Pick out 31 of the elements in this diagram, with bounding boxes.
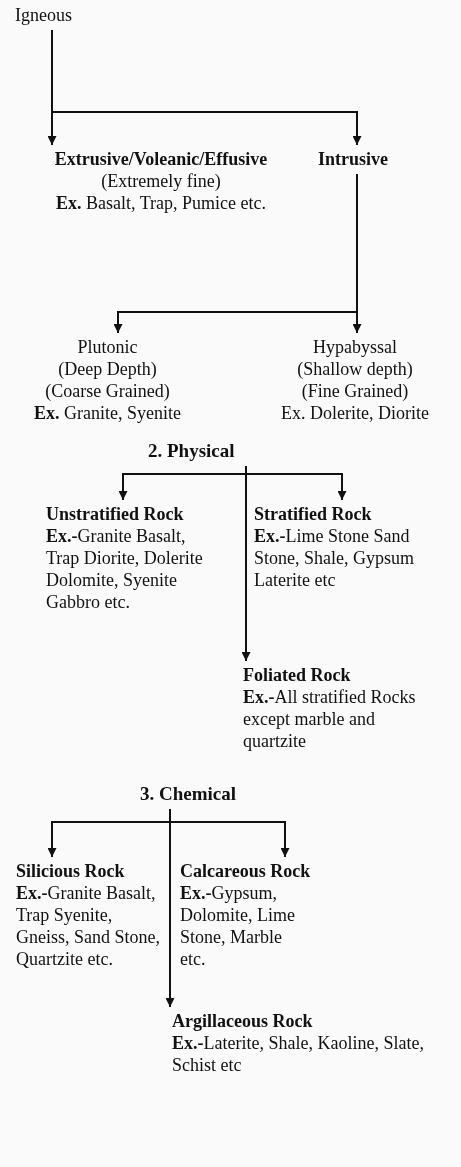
label-text: Plutonic [76,336,139,358]
arrow [241,465,251,662]
example-text: Ex.-Laterite, Shale, Kaoline, Slate, Schist etc [172,1032,425,1076]
heading: Foliated Rock [243,664,352,686]
example-text: (Deep Depth) [57,358,158,380]
heading: Unstratified Rock [46,503,185,525]
label-text: Igneous [15,4,72,26]
arrow [352,173,362,334]
example-text: (Shallow depth) [296,358,414,380]
example-text: (Fine Grained) [300,380,410,402]
heading: 3. Chemical [140,783,237,805]
example-text: Ex.-Granite Basalt, Trap Diorite, Dolerite Dolomite, Syenite Gabbro etc. [46,525,204,613]
heading: Silicious Rock [16,860,126,882]
example-text: (Extremely fine) [100,170,222,192]
heading: Calcareous Rock [180,860,312,882]
arrow [51,29,362,146]
example-text: Ex.-Granite Basalt, Trap Syenite, Gneiss, Sand Stone, Quartzite etc. [16,882,161,970]
example-text: Ex. Granite, Syenite [33,402,182,424]
arrow [165,808,175,1008]
example-text: Ex.-All stratified Rocks except marble and quartzite [243,686,417,752]
example-text: Ex.-Lime Stone Sand Stone, Shale, Gypsum Laterite etc [254,525,414,591]
label-text: Hypabyssal [312,336,398,358]
heading: 2. Physical [148,440,235,462]
heading: Stratified Rock [254,503,373,525]
example-text: (Coarse Grained) [44,380,171,402]
example-text: Ex. Basalt, Trap, Pumice etc. [55,192,267,214]
heading: Extrusive/Voleanic/Effusive [53,148,269,170]
example-text: Ex. Dolerite, Diorite [280,402,430,424]
heading: Intrusive [318,148,388,170]
example-text: Ex.-Gypsum, Dolomite, Lime Stone, Marble etc. [180,882,296,970]
heading: Argillaceous Rock [172,1010,314,1032]
